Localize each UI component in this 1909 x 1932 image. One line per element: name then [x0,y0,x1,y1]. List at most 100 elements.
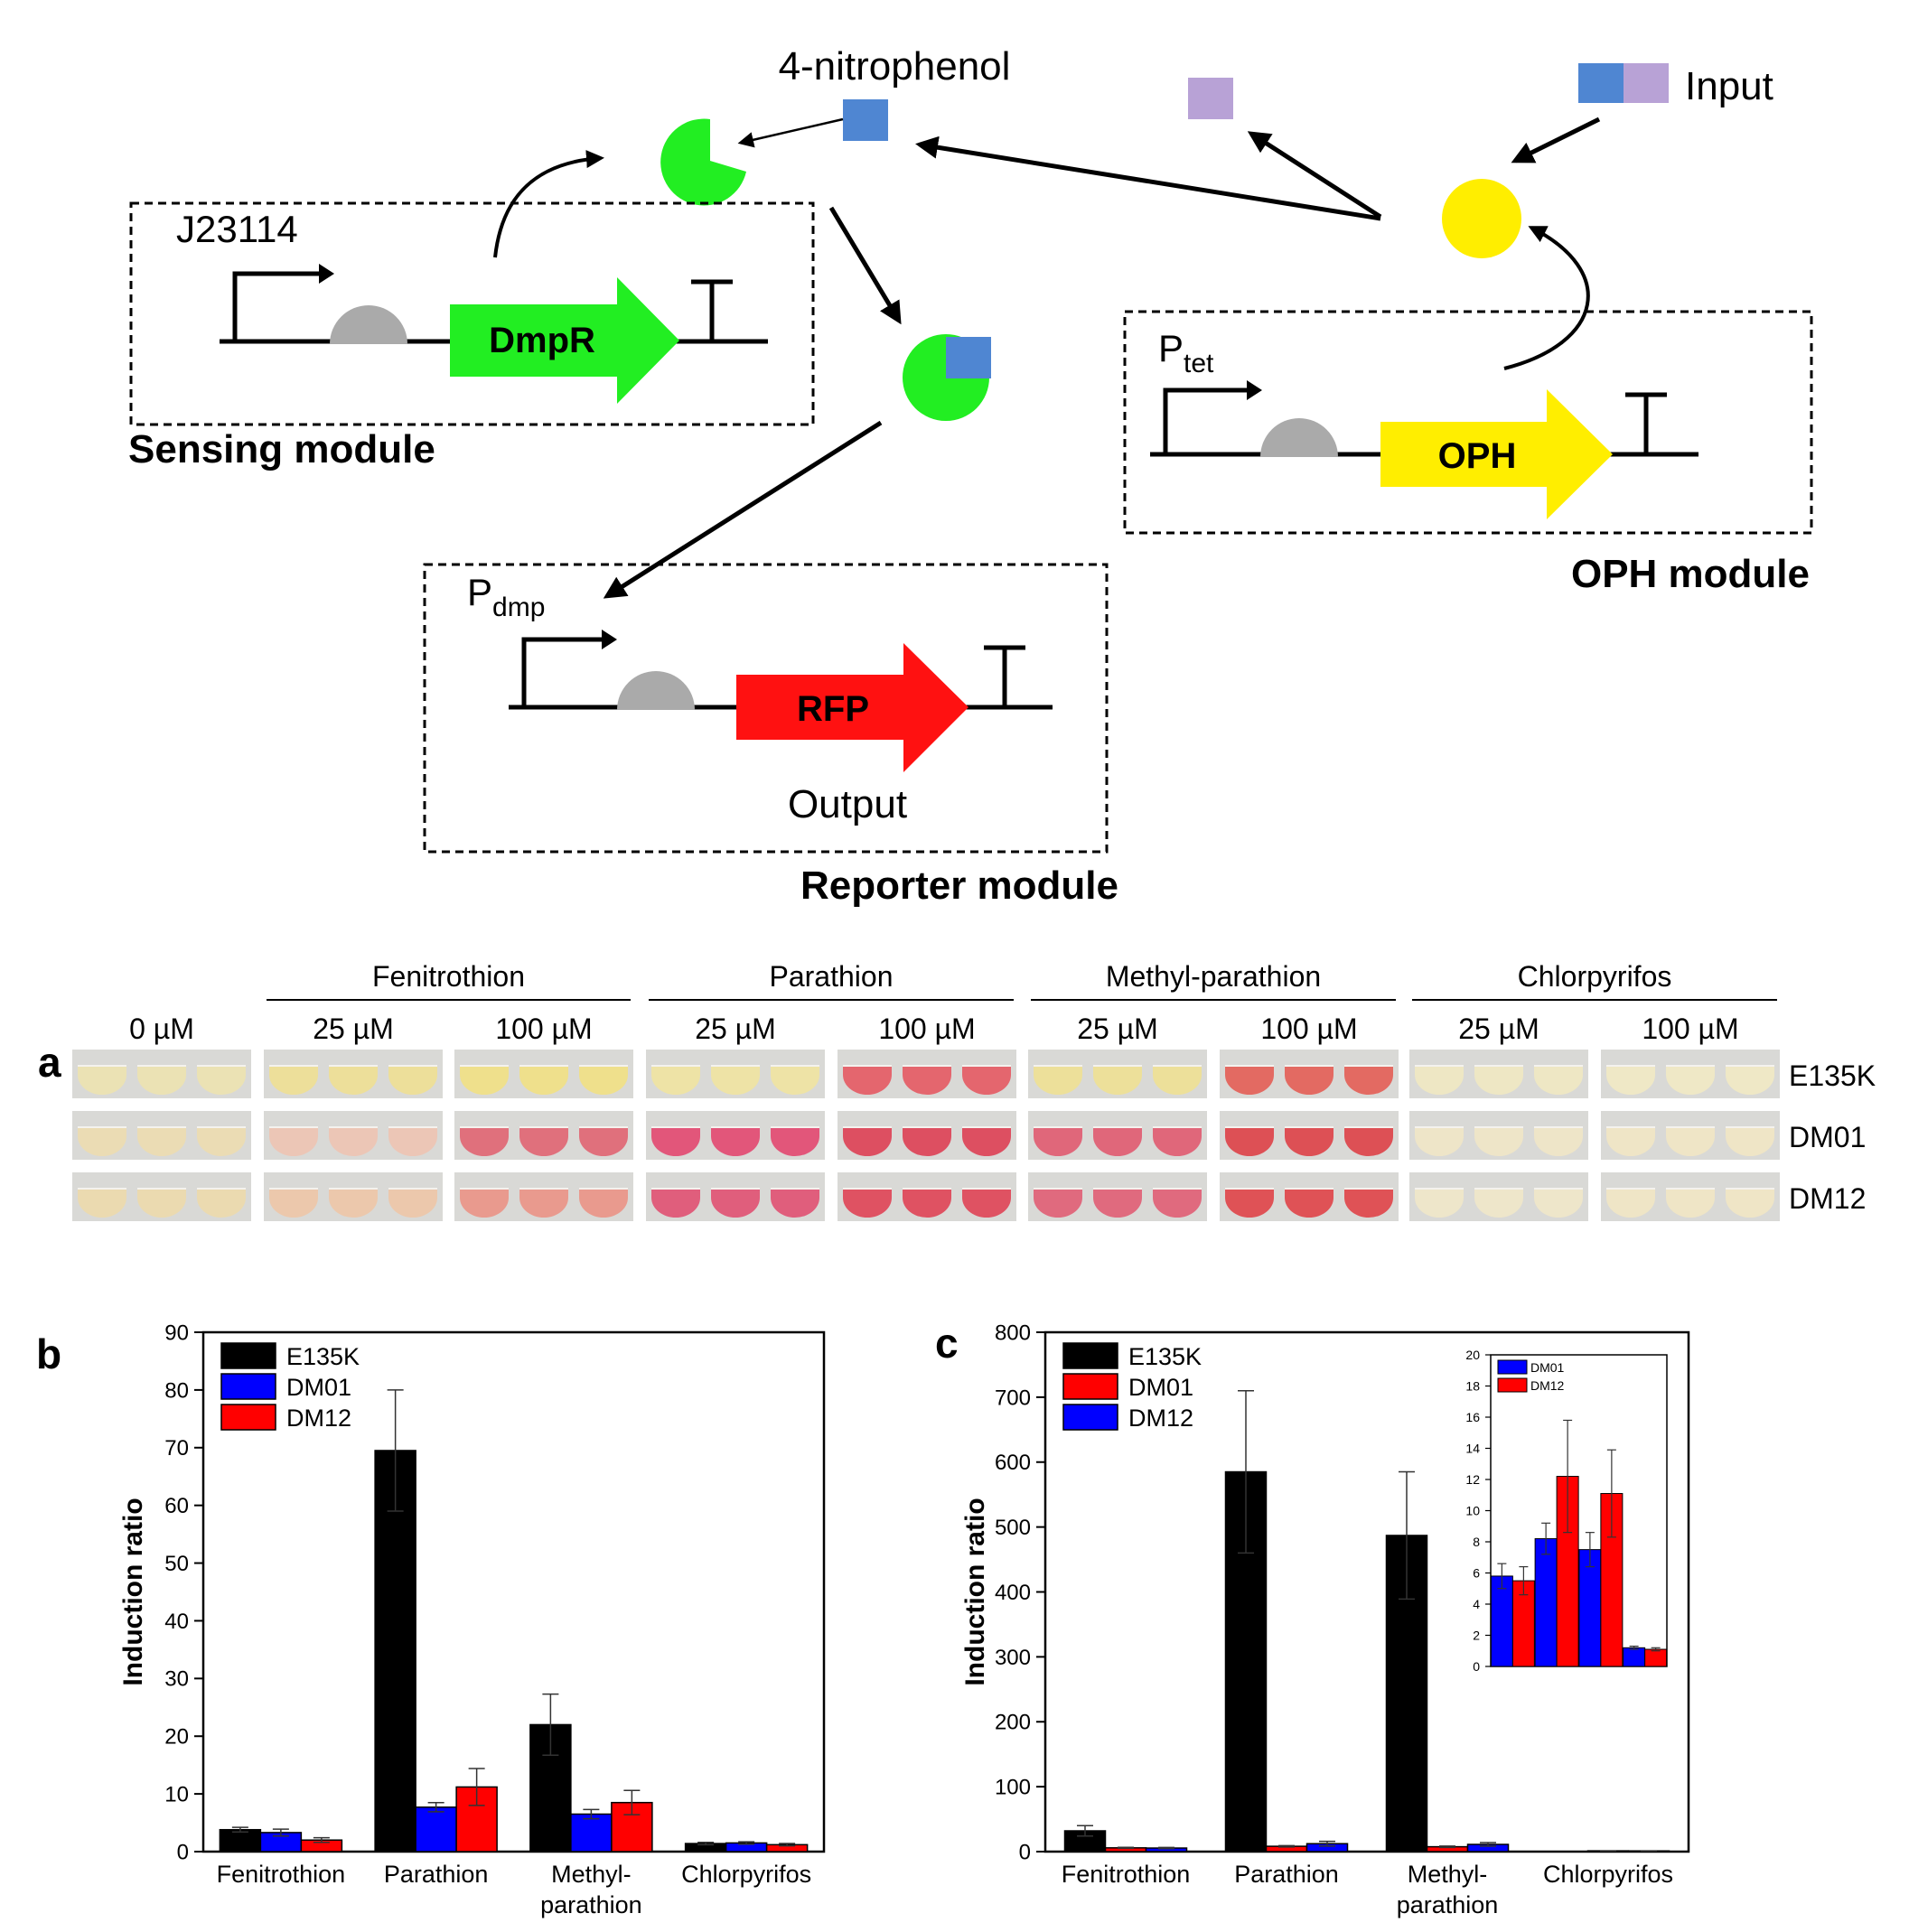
bar [1578,1549,1602,1667]
concentration-label: 25 µM [1077,1013,1158,1045]
legend-swatch [220,1373,276,1400]
oph-promoter-arrowhead [1247,380,1262,400]
well [711,1127,760,1156]
legend-label: DM12 [286,1405,351,1432]
legend-label: DM01 [286,1374,351,1401]
strain-label: DM12 [1789,1182,1866,1215]
well [962,1127,1011,1156]
y-tick-label: 30 [164,1667,189,1692]
group-label: Fenitrothion [372,960,525,993]
bar [1534,1538,1558,1667]
well [1726,1066,1774,1095]
well [1093,1189,1142,1218]
well [771,1189,819,1218]
output-label: Output [788,782,907,826]
well [1474,1127,1523,1156]
well [519,1189,568,1218]
well [1415,1066,1464,1095]
y-tick-label: 20 [1465,1348,1480,1362]
well [843,1127,892,1156]
well [962,1189,1011,1218]
group-label: Parathion [770,960,894,993]
well [711,1066,760,1095]
dmpr-protein-open [660,118,746,206]
well [329,1189,378,1218]
well [579,1127,628,1156]
well [460,1127,509,1156]
well [843,1189,892,1218]
y-axis-label: Induction ratio [960,1498,990,1685]
sensing-promoter-arrow [232,271,321,341]
well [651,1127,700,1156]
well [137,1066,186,1095]
circuit-diagram: 4-nitrophenol J23114 DmpR Sensing module… [128,44,1813,908]
bar [1490,1575,1513,1667]
well [651,1189,700,1218]
y-axis-label: Induction ratio [118,1498,148,1685]
input-square-blue [1578,63,1624,103]
bar [1511,1580,1535,1667]
legend-label: DM01 [1128,1374,1193,1401]
y-tick-label: 10 [164,1783,189,1807]
well [711,1189,760,1218]
well [771,1066,819,1095]
y-tick-label: 600 [995,1451,1031,1475]
nitrophenol-label: 4-nitrophenol [779,44,1011,89]
y-tick-label: 4 [1473,1597,1480,1611]
reporter-promoter-arrow [521,637,604,707]
well [388,1127,437,1156]
x-tick-label: parathion [540,1891,642,1918]
well [903,1189,951,1218]
x-tick-label: Methyl- [1408,1861,1488,1888]
y-tick-label: 100 [995,1776,1031,1800]
well [388,1066,437,1095]
bar [570,1813,613,1853]
reporter-promoter-label: Pdmp [467,571,545,622]
bar [374,1450,416,1853]
concentration-label: 25 µM [695,1013,776,1045]
y-tick-label: 0 [177,1840,189,1864]
oph-gene-label: OPH [1438,436,1517,476]
oph-promoter-label: Ptet [1158,327,1214,378]
panel-letter: c [935,1320,959,1367]
y-tick-label: 8 [1473,1535,1480,1549]
well [1666,1189,1715,1218]
reporter-promoter-arrowhead [602,630,617,649]
well [519,1066,568,1095]
activation-arrow [603,420,883,599]
well [1534,1189,1583,1218]
legend-label: E135K [1128,1343,1202,1370]
well [329,1066,378,1095]
rfp-gene [736,643,969,772]
y-tick-label: 0 [1019,1840,1031,1864]
well [962,1066,1011,1095]
legend-label: DM12 [1128,1405,1193,1432]
inset-legend-swatch [1497,1359,1528,1375]
y-tick-label: 500 [995,1516,1031,1540]
concentration-label: 100 µM [495,1013,592,1045]
sensing-promoter-arrowhead [319,264,334,284]
input-square-purple [1624,63,1669,103]
dmpr-gene [450,277,679,404]
dmpr-gene-label: DmpR [489,321,595,360]
y-tick-label: 400 [995,1581,1031,1605]
legend-swatch [220,1404,276,1431]
well [1225,1066,1274,1095]
well [1606,1189,1655,1218]
input-label: Input [1685,64,1773,108]
x-tick-label: parathion [1397,1891,1499,1918]
well [1344,1066,1393,1095]
well [1285,1189,1333,1218]
y-tick-label: 60 [164,1494,189,1518]
well [1153,1189,1202,1218]
reporter-module-title: Reporter module [800,863,1118,908]
sensing-rbs [330,305,407,344]
well [137,1127,186,1156]
oph-module-title: OPH module [1571,552,1810,596]
strain-label: DM01 [1789,1121,1866,1153]
well [1153,1066,1202,1095]
legend-swatch [1062,1342,1118,1369]
well [1225,1127,1274,1156]
